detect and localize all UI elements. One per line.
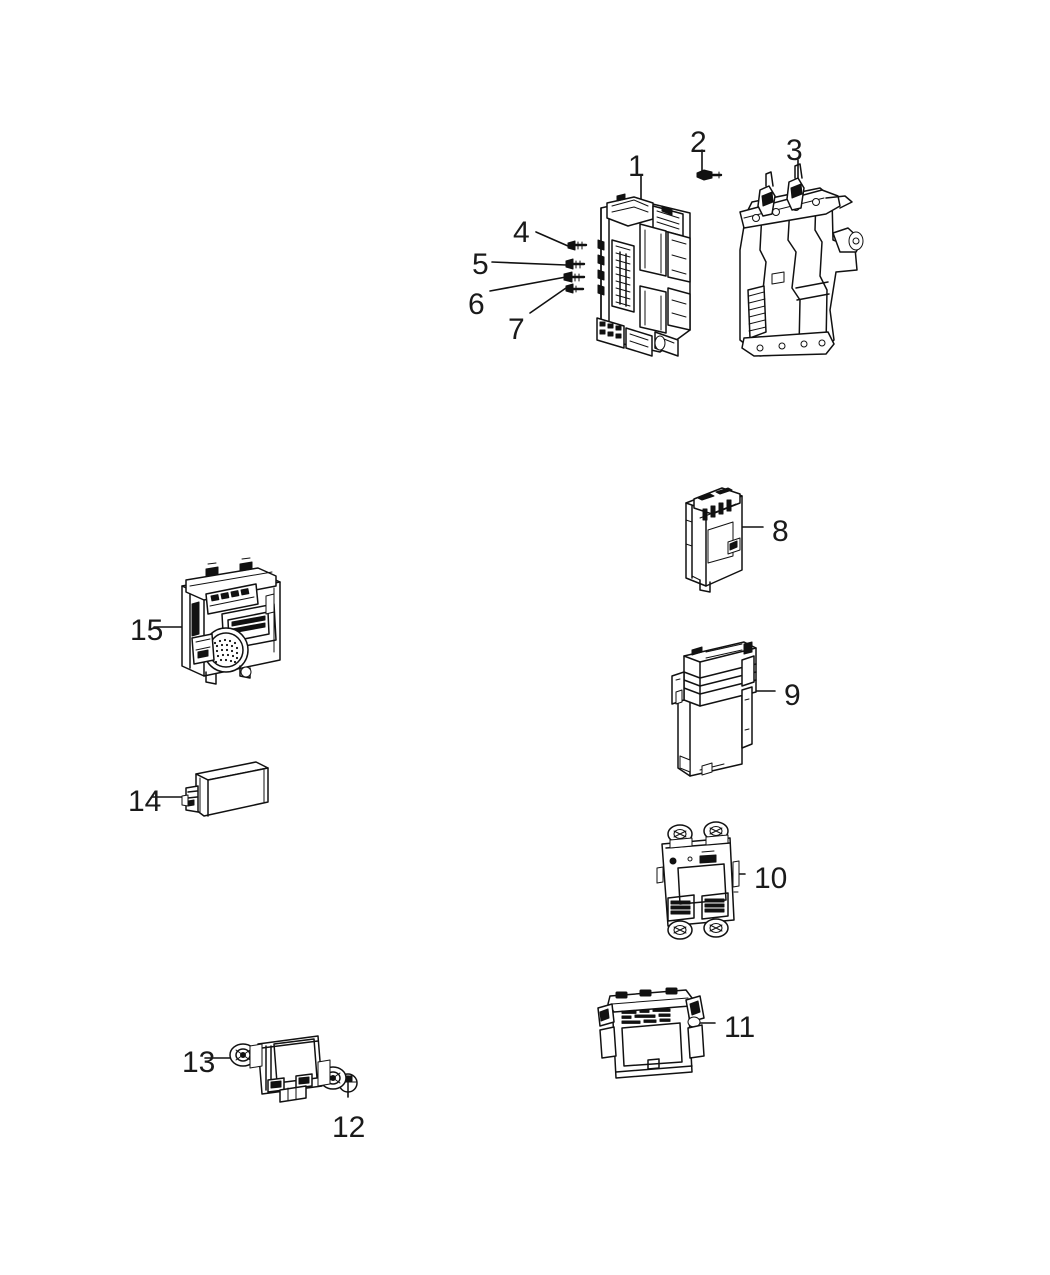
callout-label-12[interactable]: 12 bbox=[332, 1111, 366, 1144]
callout-label-5[interactable]: 5 bbox=[472, 248, 489, 281]
callout-label-9[interactable]: 9 bbox=[784, 679, 801, 712]
part-15-siren-alarm-module bbox=[181, 557, 281, 685]
part-10-transmission-control-module bbox=[656, 821, 740, 940]
part-4-terminal-pin bbox=[567, 240, 588, 251]
part-7-terminal-pin bbox=[565, 283, 585, 294]
part-8-occupant-restraint-module bbox=[685, 487, 743, 593]
part-9-powertrain-control-module bbox=[671, 641, 757, 777]
part-5-terminal-pin bbox=[565, 258, 586, 270]
callout-label-1[interactable]: 1 bbox=[628, 150, 645, 183]
callout-label-13[interactable]: 13 bbox=[182, 1046, 216, 1079]
part-3-module-bracket bbox=[739, 163, 864, 357]
part-2-screw bbox=[696, 169, 723, 181]
callout-label-11[interactable]: 11 bbox=[724, 1011, 756, 1044]
callout-label-10[interactable]: 10 bbox=[754, 862, 788, 895]
callout-label-4[interactable]: 4 bbox=[513, 216, 530, 249]
callout-label-14[interactable]: 14 bbox=[128, 785, 162, 818]
part-11-telematics-module bbox=[597, 987, 705, 1079]
part-14-antenna-module bbox=[181, 761, 269, 817]
callout-label-2[interactable]: 2 bbox=[690, 126, 707, 159]
callout-label-3[interactable]: 3 bbox=[786, 134, 803, 167]
part-6-terminal-pin bbox=[563, 271, 586, 283]
callout-label-7[interactable]: 7 bbox=[508, 313, 525, 346]
callout-label-6[interactable]: 6 bbox=[468, 288, 485, 321]
callout-label-8[interactable]: 8 bbox=[772, 515, 789, 548]
part-13-radio-frequency-hub-module bbox=[229, 1035, 347, 1103]
callout-label-15[interactable]: 15 bbox=[130, 614, 164, 647]
part-1-body-control-module bbox=[596, 193, 691, 357]
